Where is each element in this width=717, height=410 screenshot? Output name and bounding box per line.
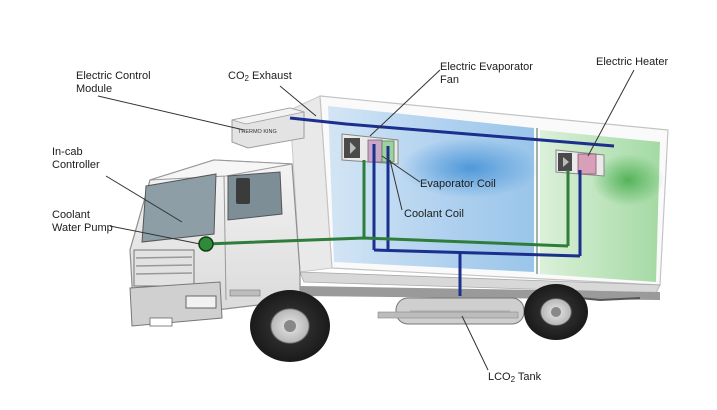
- cold-airflow: [400, 138, 540, 198]
- label-evaporator-coil: Evaporator Coil: [420, 178, 496, 190]
- coolant-water-pump: [198, 236, 214, 252]
- roof-control-unit: THERMO KING: [231, 107, 305, 149]
- label-coolant-water-pump: Coolant Water Pump: [52, 209, 113, 234]
- label-in-cab-controller: In-cab Controller: [52, 146, 100, 171]
- heater-element: [577, 153, 597, 175]
- callout-lines: [97, 69, 635, 371]
- front-wheel: [250, 290, 330, 362]
- label-electric-heater: Electric Heater: [596, 56, 669, 68]
- coolant-pipe: [205, 160, 570, 248]
- label-lco2-tank: LCO2 Tank: [488, 371, 542, 384]
- headlight: [185, 295, 217, 309]
- co2-pipe-network: [289, 116, 615, 296]
- warm-airflow: [592, 154, 664, 206]
- bumper: [129, 281, 223, 327]
- unit-brand: THERMO KING: [238, 129, 277, 135]
- windshield: [141, 173, 217, 243]
- grille: [133, 249, 195, 287]
- label-electric-evaporator-fan: Electric Evaporator Fan: [440, 61, 533, 86]
- label-co2-exhaust: CO2 Exhaust: [228, 70, 292, 83]
- license-plate: [149, 317, 173, 327]
- truck-cab: [129, 159, 301, 327]
- chassis: [300, 286, 660, 325]
- label-coolant-coil: Coolant Coil: [404, 208, 464, 220]
- rear-wheel: [524, 284, 588, 340]
- heater-unit: [555, 149, 605, 177]
- label-electric-control-module: Electric Control Module: [76, 70, 151, 95]
